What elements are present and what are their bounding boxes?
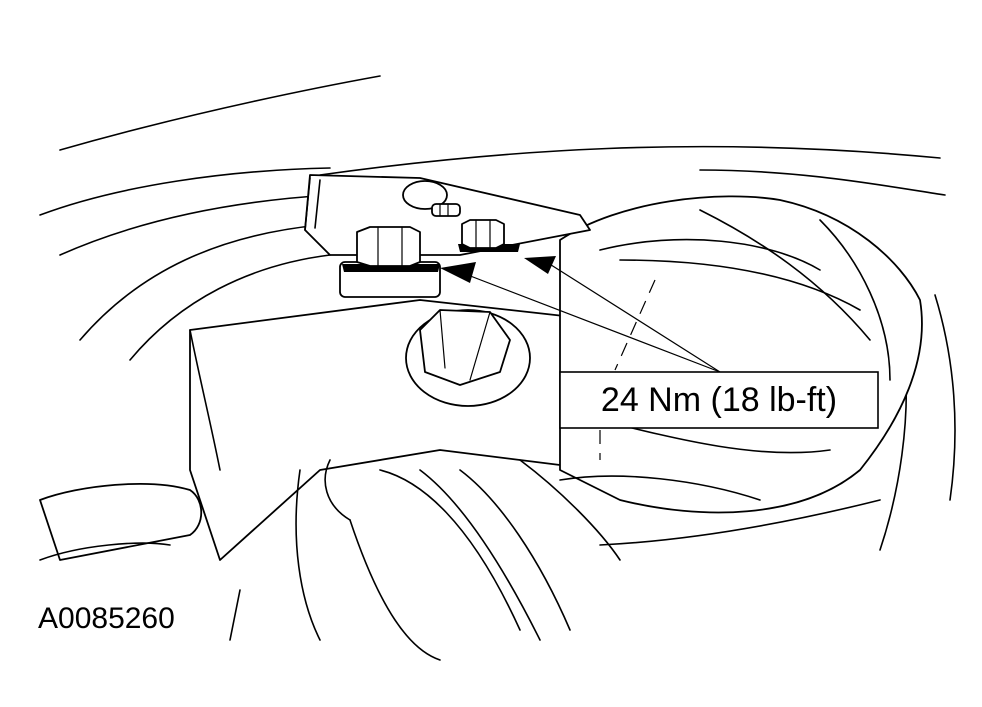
body-panel-lines xyxy=(39,75,956,551)
lower-arm xyxy=(39,483,203,561)
torque-callout: 24 Nm (18 lb-ft) xyxy=(559,371,879,429)
mount-bracket xyxy=(189,299,651,661)
arrowhead-right xyxy=(524,256,556,274)
hidden-lines xyxy=(599,279,656,460)
arrowhead-left xyxy=(440,262,476,283)
figure-id: A0085260 xyxy=(38,602,175,635)
right-structure xyxy=(559,195,923,514)
bolt-right xyxy=(458,219,520,252)
leader-lines xyxy=(440,256,721,373)
bracket-nut xyxy=(405,309,531,407)
stud xyxy=(431,203,461,217)
torque-callout-text: 24 Nm (18 lb-ft) xyxy=(601,381,837,419)
washer xyxy=(402,180,448,210)
bolt-left xyxy=(339,226,441,298)
